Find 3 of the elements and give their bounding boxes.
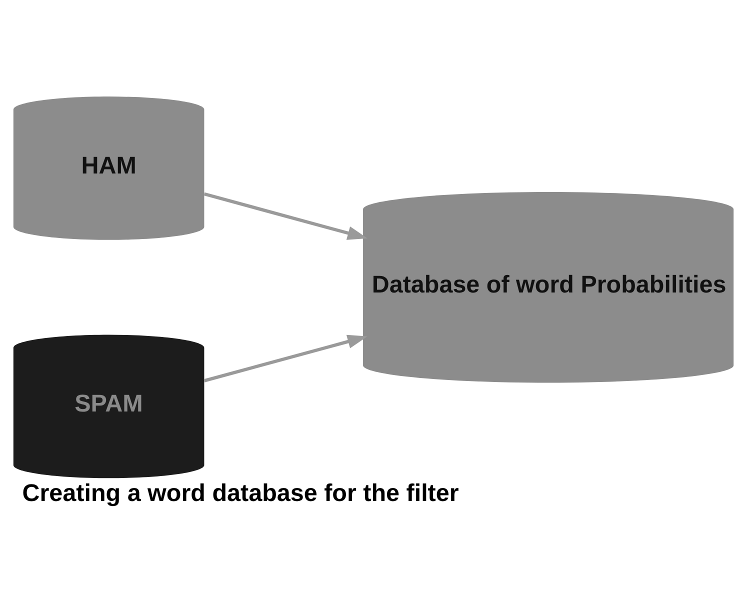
- arrow: [203, 334, 367, 382]
- caption: Creating a word database for the filter: [22, 479, 458, 506]
- arrow: [203, 192, 367, 240]
